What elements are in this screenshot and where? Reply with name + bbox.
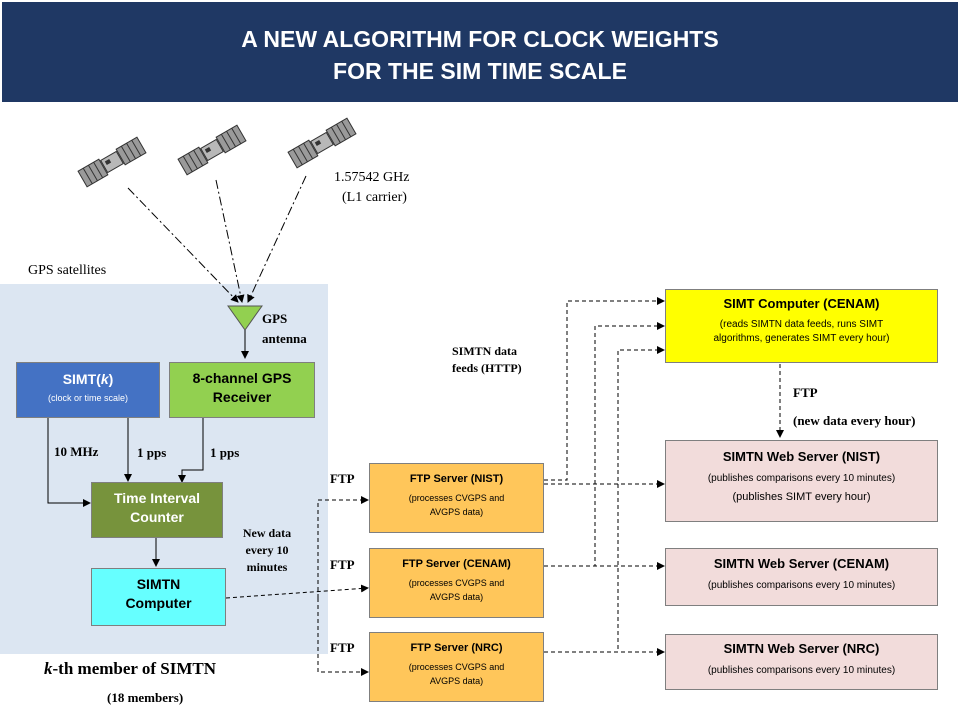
ftp-server-cenam-sub-2: AVGPS data) [429,592,484,602]
gps-satellites-label: GPS satellites [28,263,107,278]
simt-computer-sub-1: (reads SIMTN data feeds, runs SIMT [719,319,884,330]
gps-antenna-icon [227,305,263,359]
tic-line-2: Counter [130,509,184,525]
feeds-label-2: feeds (HTTP) [452,361,522,375]
ftp-server-nist-box: FTP Server (NIST) (processes CVGPS and A… [369,463,544,533]
new-data-label-1: New data [242,526,292,540]
title-line-2: FOR THE SIM TIME SCALE [333,58,627,84]
ftp-label-cenam: FTP [330,557,355,572]
ftp-server-cenam-sub-1: (processes CVGPS and [408,578,505,588]
ftp-server-cenam-box: FTP Server (CENAM) (processes CVGPS and … [369,548,544,618]
ftp-hourly-label: FTP [793,385,818,400]
gps-antenna-label-2: antenna [262,331,307,346]
ftp-server-nrc-sub-2: AVGPS data) [429,676,484,686]
ten-mhz-label: 10 MHz [54,444,99,459]
gps-receiver-line-1: 8-channel GPS [192,370,292,386]
gps-receiver-line-2: Receiver [212,389,272,405]
tic-line-1: Time Interval [113,490,201,506]
title-line-1: A NEW ALGORITHM FOR CLOCK WEIGHTS [241,26,719,52]
ftp-server-nist-sub-2: AVGPS data) [429,507,484,517]
ftp-server-nrc-title: FTP Server (NRC) [410,642,503,654]
simt-k-box: SIMT(k) (clock or time scale) [16,362,160,418]
web-server-cenam-sub-1: (publishes comparisons every 10 minutes) [707,580,896,591]
pps-label-right: 1 pps [210,445,240,460]
new-data-label-3: minutes [246,560,288,574]
simt-computer-sub-2: algorithms, generates SIMT every hour) [713,333,890,344]
web-server-nrc-sub-1: (publishes comparisons every 10 minutes) [707,665,896,676]
new-data-label-2: every 10 [245,543,289,557]
satellite-icon [287,117,357,169]
satellite-signals [127,175,307,303]
carrier-label: (L1 carrier) [342,190,407,205]
simtn-computer-box: SIMTN Computer [91,568,226,626]
web-server-nist-box: SIMTN Web Server (NIST) (publishes compa… [665,440,938,522]
web-server-nist-sub-2: (publishes SIMT every hour) [732,491,871,503]
web-server-nrc-box: SIMTN Web Server (NRC) (publishes compar… [665,634,938,690]
web-server-cenam-title: SIMTN Web Server (CENAM) [713,556,890,571]
web-server-nrc-title: SIMTN Web Server (NRC) [723,641,880,656]
title-banner: A NEW ALGORITHM FOR CLOCK WEIGHTS FOR TH… [2,2,958,102]
feeds-label-1: SIMTN data [452,344,518,358]
web-server-nist-sub-1: (publishes comparisons every 10 minutes) [707,473,896,484]
ftp-server-nrc-box: FTP Server (NRC) (processes CVGPS and AV… [369,632,544,702]
gps-receiver-box: 8-channel GPS Receiver [169,362,315,418]
simt-computer-box: SIMT Computer (CENAM) (reads SIMTN data … [665,289,938,363]
frequency-label: 1.57542 GHz [334,170,410,185]
ftp-server-nist-sub-1: (processes CVGPS and [408,493,505,503]
ftp-label-nrc: FTP [330,640,355,655]
new-data-hourly-label: (new data every hour) [793,413,916,428]
web-server-nist-title: SIMTN Web Server (NIST) [722,449,881,464]
data-paths [225,297,784,676]
ftp-server-nrc-sub-1: (processes CVGPS and [408,662,505,672]
ftp-server-cenam-title: FTP Server (CENAM) [402,558,511,570]
simt-k-title: SIMT(k) [62,371,114,387]
ftp-server-nist-title: FTP Server (NIST) [409,473,504,485]
simtn-computer-line-2: Computer [125,595,192,611]
pps-label-left: 1 pps [137,445,167,460]
satellite-icon [177,124,247,176]
gps-antenna-label-1: GPS [262,311,288,326]
simtn-computer-line-1: SIMTN [136,576,181,592]
satellite-icon [77,136,147,188]
ftp-label-nist: FTP [330,471,355,486]
web-server-cenam-box: SIMTN Web Server (CENAM) (publishes comp… [665,548,938,606]
simt-k-subtitle: (clock or time scale) [47,393,128,403]
simt-computer-title: SIMT Computer (CENAM) [723,296,880,311]
member-label: k-th member of SIMTN [44,659,217,678]
members-count-label: (18 members) [107,690,184,705]
time-interval-counter-box: Time Interval Counter [91,482,223,538]
